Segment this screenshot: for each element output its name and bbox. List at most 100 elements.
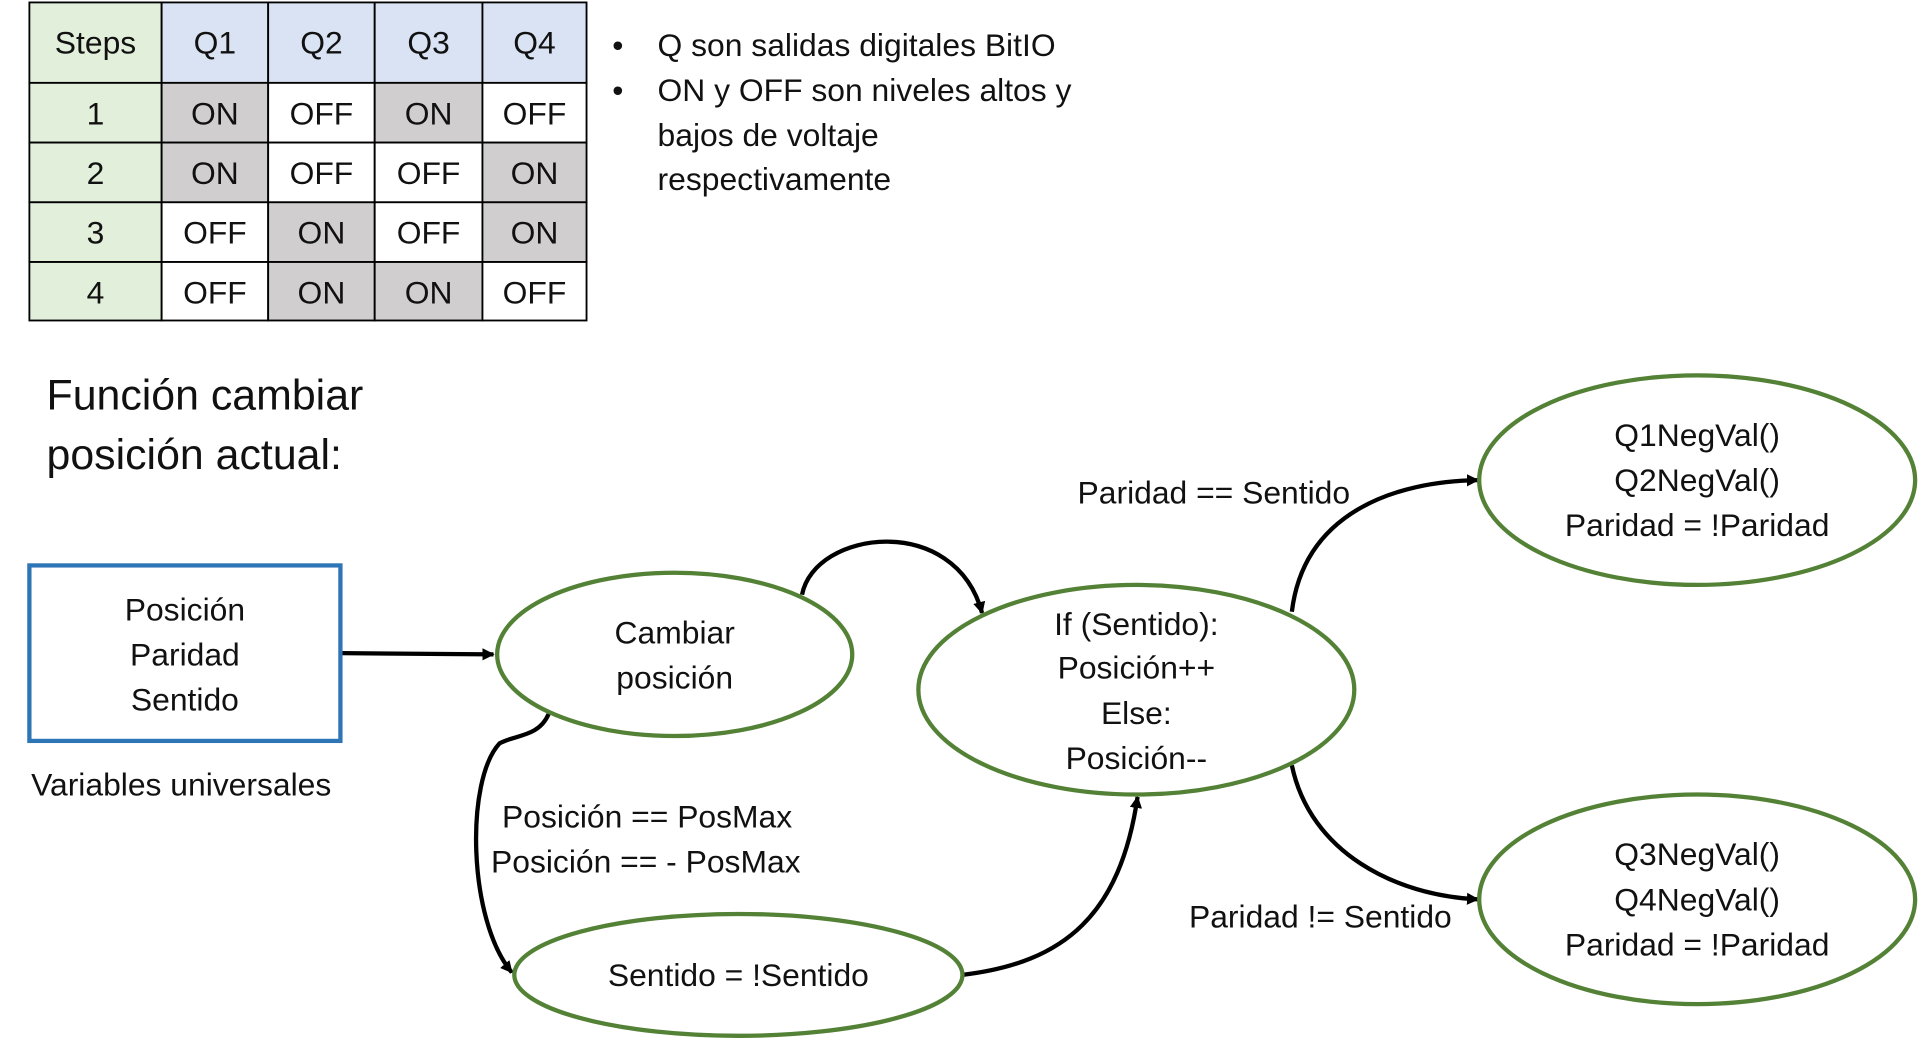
table-header-q2: Q2	[300, 25, 342, 61]
node-if-line: If (Sentido):	[1054, 606, 1219, 642]
node-sentido-line: Sentido = !Sentido	[608, 957, 869, 993]
table-cell	[481, 201, 588, 263]
node-q12-line: Q2NegVal()	[1614, 462, 1780, 498]
table-cell	[160, 201, 270, 263]
arrow-variables-to-cambiar	[341, 648, 495, 661]
table-cell	[373, 201, 484, 263]
table-cell-value: OFF	[290, 155, 354, 191]
table-step-cell	[28, 261, 163, 322]
table-cell	[160, 141, 270, 204]
node-cambiar-posicion: Cambiar posición	[495, 570, 855, 739]
table-cell	[481, 81, 588, 144]
edge-label-posmax-2: Posición == - PosMax	[491, 844, 801, 880]
table-header-steps: Steps	[55, 25, 136, 61]
table-row: 1 ON OFF ON OFF	[28, 81, 588, 144]
arrow-sentido-to-if	[962, 795, 1143, 977]
node-cambiar-line: posición	[616, 660, 733, 696]
notes-list: • Q son salidas digitales BitIO • ON y O…	[612, 27, 1071, 197]
note-bullet-1: Q son salidas digitales BitIO	[658, 27, 1056, 63]
table-step-cell	[28, 81, 163, 144]
table-cell-value: OFF	[183, 275, 247, 311]
node-if-line: Posición--	[1066, 740, 1207, 776]
node-q3-q4: Q3NegVal() Q4NegVal() Paridad = !Paridad	[1477, 792, 1918, 1007]
table-step-label: 3	[87, 215, 105, 251]
variables-box-line: Sentido	[131, 682, 239, 718]
table-header-q3: Q3	[407, 25, 449, 61]
node-q34-shape	[1477, 792, 1918, 1007]
table-step-label: 1	[87, 95, 105, 131]
note-bullet-2-line-2: bajos de voltaje	[658, 117, 879, 153]
table-cell-value: ON	[298, 215, 346, 251]
table-cell-value: OFF	[397, 215, 461, 251]
node-if-line: Posición++	[1058, 650, 1215, 686]
table-cell-value: OFF	[503, 95, 567, 131]
arrow-cambiar-to-if	[799, 539, 986, 615]
table-step-label: 4	[87, 275, 105, 311]
table-cell-value: ON	[405, 275, 453, 311]
variables-caption: Variables universales	[31, 767, 331, 803]
table-cell	[481, 261, 588, 322]
node-if-line: Else:	[1101, 695, 1172, 731]
table-step-cell	[28, 201, 163, 263]
section-heading: Función cambiar posición actual:	[47, 372, 364, 480]
edge-label-paridad-neq: Paridad != Sentido	[1189, 898, 1452, 934]
table-header-cell-steps	[28, 1, 163, 84]
note-bullet-2-line-1: ON y OFF son niveles altos y	[658, 72, 1072, 108]
arrow-if-to-q34	[1289, 764, 1480, 905]
table-header-q4: Q4	[513, 25, 555, 61]
node-q34-line: Q4NegVal()	[1614, 881, 1780, 917]
node-if-shape	[916, 582, 1357, 797]
table-header-q1: Q1	[194, 25, 236, 61]
edge-label-posmax-1: Posición == PosMax	[502, 798, 792, 834]
connectors	[341, 474, 1480, 977]
edge-labels: Posición == PosMax Posición == - PosMax …	[491, 474, 1452, 934]
table-cell-value: ON	[511, 155, 559, 191]
node-q1-q2: Q1NegVal() Q2NegVal() Paridad = !Paridad	[1477, 373, 1918, 588]
heading-line-2: posición actual:	[47, 431, 342, 479]
table-cell-value: ON	[191, 95, 239, 131]
node-sentido-shape	[512, 911, 965, 1038]
node-q34-line: Paridad = !Paridad	[1565, 926, 1830, 962]
table-cell-value: ON	[191, 155, 239, 191]
heading-line-1: Función cambiar	[47, 372, 364, 420]
table-cell-value: ON	[298, 275, 346, 311]
table-row: 4 OFF ON ON OFF	[28, 261, 588, 322]
table-cell-value: OFF	[397, 155, 461, 191]
note-bullet-2-line-3: respectivamente	[658, 161, 892, 197]
table-cell-value: ON	[405, 95, 453, 131]
variables-box: Posición Paridad Sentido Variables unive…	[27, 563, 343, 803]
arrow-cambiar-to-sentido	[473, 713, 551, 974]
node-cambiar-line: Cambiar	[615, 614, 736, 650]
steps-table: Steps Q1 Q2 Q3 Q4 1 ON OFF ON OFF 2 ON	[28, 1, 588, 322]
table-cell	[160, 261, 270, 322]
table-cell	[373, 141, 484, 204]
bullet-icon: •	[612, 27, 623, 63]
table-cell	[267, 201, 376, 263]
table-cell-value: OFF	[183, 215, 247, 251]
table-cell	[267, 81, 376, 144]
table-cell-value: OFF	[503, 275, 567, 311]
table-row: 2 ON OFF OFF ON	[28, 141, 588, 204]
node-if-sentido: If (Sentido): Posición++ Else: Posición-…	[916, 582, 1357, 797]
table-header-cell-q1	[160, 1, 270, 84]
node-q12-line: Q1NegVal()	[1614, 417, 1780, 453]
variables-box-frame	[27, 563, 343, 744]
node-q12-line: Paridad = !Paridad	[1565, 507, 1830, 543]
variables-box-line: Posición	[125, 591, 245, 627]
node-cambiar-shape	[495, 570, 855, 739]
arrow-if-to-q12	[1289, 474, 1480, 612]
table-cell-value: OFF	[290, 95, 354, 131]
table-row: 3 OFF ON OFF ON	[28, 201, 588, 263]
node-sentido-toggle: Sentido = !Sentido	[512, 911, 965, 1038]
table-cell-value: ON	[511, 215, 559, 251]
node-q34-line: Q3NegVal()	[1614, 836, 1780, 872]
bullet-icon: •	[612, 72, 623, 108]
table-cell	[267, 261, 376, 322]
table-step-label: 2	[87, 155, 105, 191]
variables-box-line: Paridad	[130, 636, 240, 672]
edge-label-paridad-eq: Paridad == Sentido	[1078, 474, 1351, 510]
table-header-cell-q2	[267, 1, 376, 84]
node-q12-shape	[1477, 373, 1918, 588]
